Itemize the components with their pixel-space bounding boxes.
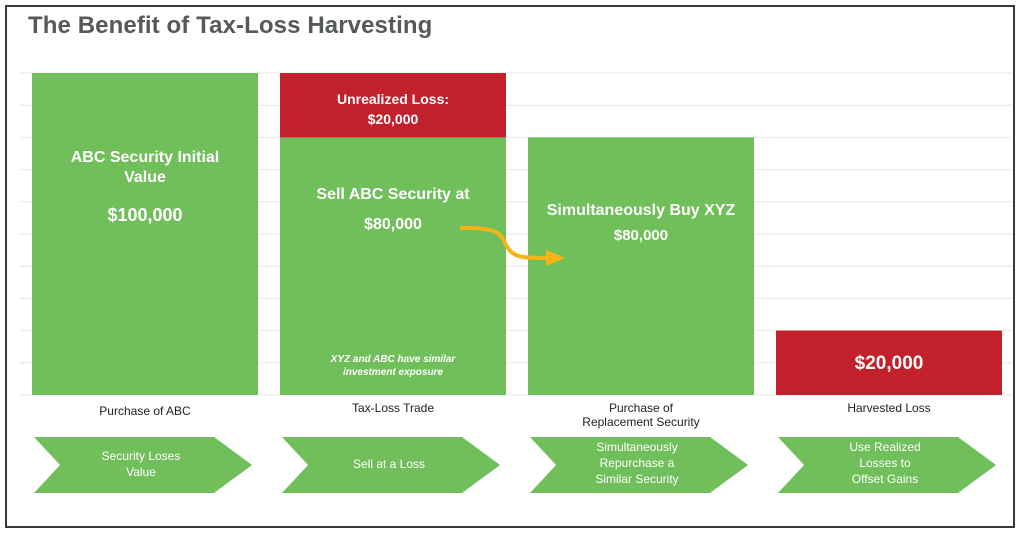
sell-block-text: Sell ABC Security at $80,000 <box>280 185 506 235</box>
bar-value-1 <box>32 73 258 395</box>
buy-block-amount: $80,000 <box>613 227 669 244</box>
step-2-line1: Sell at a Loss <box>352 457 426 471</box>
category-label-2-line1: Tax-Loss Trade <box>351 401 435 415</box>
step-3-line3: Similar Security <box>595 472 679 487</box>
sell-block-line1: Sell ABC Security at <box>316 186 470 203</box>
step-chevron-4 <box>778 437 996 493</box>
step-3-line1: Simultaneously <box>596 440 678 454</box>
flow-arrowhead-icon <box>546 250 565 266</box>
step-4-line1: Use Realized <box>849 440 921 454</box>
bar-value-3 <box>528 137 754 395</box>
bar-layer <box>32 73 1002 395</box>
step-4-line3: Offset Gains <box>851 472 919 487</box>
abc-block-amount: $100,000 <box>107 205 183 225</box>
step-text-1: Security Loses Value <box>66 448 216 480</box>
abc-block-line2: Value <box>124 169 166 186</box>
loss-block-text: Unrealized Loss: $20,000 <box>280 90 506 129</box>
bar-loss-4 <box>776 330 1002 395</box>
bar-loss-2 <box>280 73 506 138</box>
buy-block-text: Simultaneously Buy XYZ $80,000 <box>528 201 754 246</box>
category-label-4: Harvested Loss <box>776 401 1002 415</box>
step-chevron-1 <box>34 437 252 493</box>
sell-note-line2: investment exposure <box>342 366 444 378</box>
category-label-1-line1: Purchase of ABC <box>99 404 191 418</box>
sell-block-note: XYZ and ABC have similar investment expo… <box>280 354 506 379</box>
chevron-layer <box>34 437 996 493</box>
buy-block-line1: Simultaneously Buy XYZ <box>546 202 736 219</box>
step-3-line2: Repurchase a <box>599 456 675 471</box>
step-4-line2: Losses to <box>859 456 911 471</box>
step-chevron-2 <box>282 437 500 493</box>
category-label-3: Purchase of Replacement Security <box>528 401 754 430</box>
step-1-line2: Value <box>126 465 156 480</box>
sell-note-line1: XYZ and ABC have similar <box>330 354 456 365</box>
loss-block-amount: $20,000 <box>367 110 419 127</box>
bar-value-2 <box>280 137 506 395</box>
category-label-2: Tax-Loss Trade <box>280 401 506 415</box>
category-label-4-line1: Harvested Loss <box>847 401 931 415</box>
abc-block-text: ABC Security Initial Value $100,000 <box>32 148 258 227</box>
sell-block-amount: $80,000 <box>364 216 422 233</box>
step-text-3: Simultaneously Repurchase a Similar Secu… <box>562 439 712 488</box>
step-1-line1: Security Loses <box>101 449 181 463</box>
category-label-3-line2: Replacement Security <box>582 415 700 430</box>
step-text-2: Sell at a Loss <box>314 456 464 472</box>
step-text-4: Use Realized Losses to Offset Gains <box>810 439 960 488</box>
abc-block-line1: ABC Security Initial <box>70 149 220 166</box>
step-chevron-3 <box>530 437 748 493</box>
flow-arrow-icon <box>460 226 550 260</box>
category-label-1: Purchase of ABC <box>32 404 258 418</box>
category-label-3-line1: Purchase of <box>608 401 674 415</box>
chart-title: The Benefit of Tax-Loss Harvesting <box>28 12 433 39</box>
harvest-block-text: $20,000 <box>776 352 1002 376</box>
harvest-block-amount: $20,000 <box>854 353 924 374</box>
loss-block-line1: Unrealized Loss: <box>336 91 450 107</box>
